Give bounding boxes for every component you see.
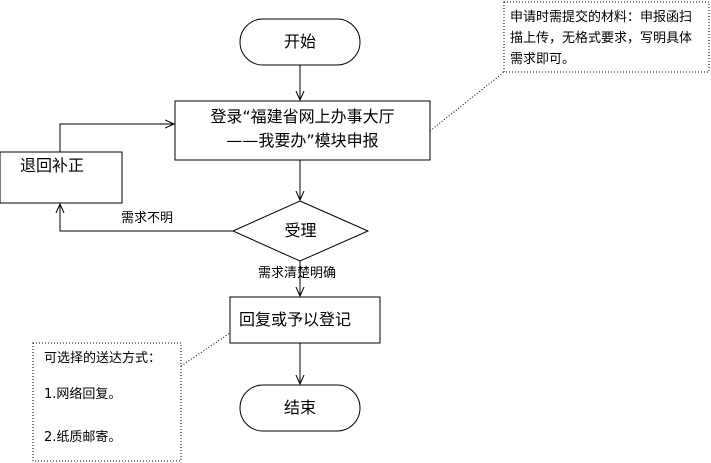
- delivery-note-title: 可选择的送达方式：: [44, 351, 162, 366]
- edge-label-unclear: 需求不明: [121, 211, 174, 226]
- login-label-line2: ——我要办”模块申报: [226, 131, 379, 150]
- delivery-leader: [180, 332, 231, 367]
- materials-note-text: 申请时需提交的材料：申报函扫描上传，无格式要求，写明具体需求即可。: [510, 10, 693, 67]
- reply-box: [229, 296, 381, 344]
- login-box: [174, 100, 431, 161]
- delivery-note-item-1: 1.网络回复。: [44, 387, 122, 402]
- end-label: 结束: [283, 398, 316, 417]
- materials-note-box: [503, 1, 710, 73]
- materials-leader: [429, 71, 505, 132]
- edge-label-clear: 需求清楚明确: [258, 266, 337, 281]
- reply-label: 回复或予以登记: [239, 310, 352, 329]
- connector-accept-return: [60, 204, 233, 232]
- accept-label: 受理: [284, 221, 317, 240]
- end-terminal: [239, 384, 361, 432]
- delivery-note-item-2: 2.纸质邮寄。: [44, 430, 122, 445]
- connector-return-login: [59, 124, 174, 152]
- start-label: 开始: [283, 32, 316, 51]
- login-label-line1: 登录“福建省网上办事大厅: [210, 107, 395, 126]
- return-label: 退回补正: [20, 156, 85, 175]
- delivery-note-box: [32, 342, 182, 462]
